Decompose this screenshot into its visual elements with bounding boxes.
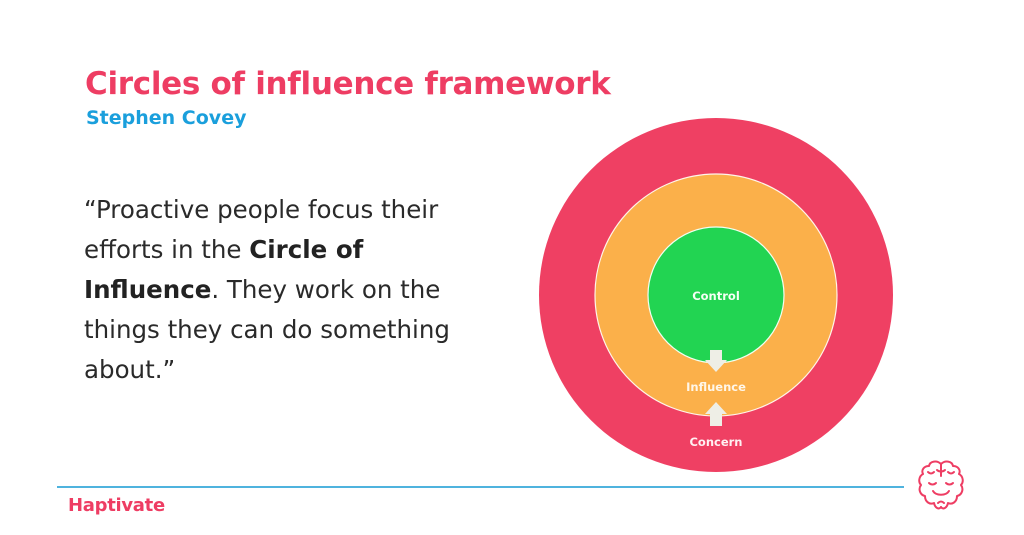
quote-close-mark: ” xyxy=(162,355,176,384)
smiling-brain-icon xyxy=(918,460,964,510)
label-control: Control xyxy=(692,289,740,303)
quote-part-2: . They work on the things they can do so… xyxy=(84,275,450,384)
circles-of-influence-diagram: Control Influence Concern xyxy=(539,118,893,472)
arrow-down-icon xyxy=(705,350,727,372)
quote-part-1: Proactive people focus their efforts in … xyxy=(84,195,439,264)
slide-subtitle: Stephen Covey xyxy=(86,107,247,129)
label-concern: Concern xyxy=(689,435,742,449)
quote-emphasis: Circle of Influence xyxy=(84,235,364,304)
footer-divider xyxy=(57,486,904,488)
brand-logo-text: Haptivate xyxy=(68,495,165,516)
slide-title: Circles of influence framework xyxy=(85,66,611,102)
arrow-up-icon xyxy=(705,402,727,426)
label-influence: Influence xyxy=(686,380,746,394)
quote-text: “Proactive people focus their efforts in… xyxy=(84,190,504,390)
quote-open-mark: “ xyxy=(84,195,96,224)
